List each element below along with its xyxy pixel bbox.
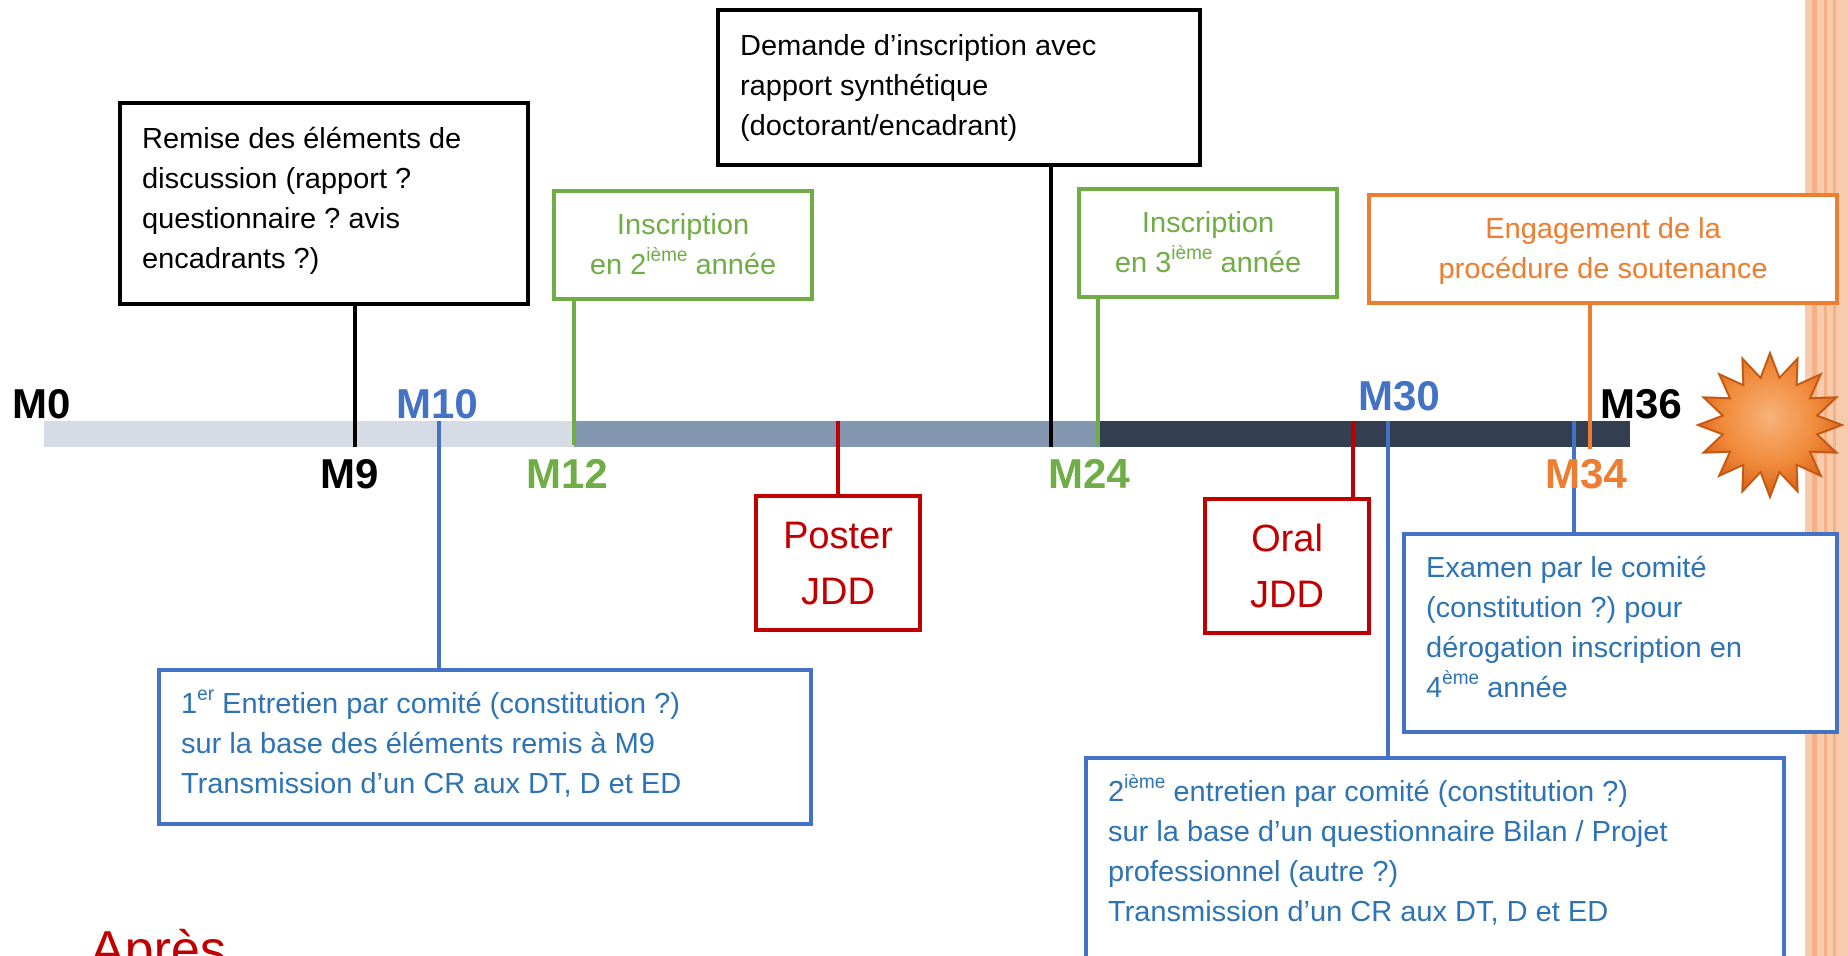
milestone-m9: M9 [320, 450, 379, 497]
demande-line: Demande d’inscription avec [740, 30, 1097, 62]
engagement-soutenance-box: Engagement de la procédure de soutenance [1367, 193, 1839, 305]
entretien-1-box: 1er Entretien par comité (constitution ?… [157, 668, 813, 826]
entretien-2-title: 2ième entretien par comité (constitution… [1108, 772, 1628, 808]
milestone-m34: M34 [1545, 450, 1627, 497]
poster-line: JDD [801, 571, 875, 613]
starburst-icon [1695, 350, 1845, 500]
entretien-1-line: sur la base des éléments remis à M9 [181, 728, 655, 760]
oral-line: Oral [1251, 518, 1323, 560]
milestone-m10: M10 [396, 380, 478, 427]
entretien-2-box: 2ième entretien par comité (constitution… [1084, 756, 1786, 956]
connector-m10 [437, 421, 441, 669]
remise-line: questionnaire ? avis [142, 203, 400, 235]
right-decorative-stripe [1812, 0, 1817, 956]
demande-inscription-box: Demande d’inscription avec rapport synth… [716, 8, 1202, 167]
oral-jdd-box: Oral JDD [1203, 497, 1371, 635]
inscription-3-title: Inscription [1141, 207, 1275, 239]
remise-line: encadrants ?) [142, 243, 320, 275]
remise-elements-box: Remise des éléments de discussion (rappo… [118, 101, 530, 306]
remise-line: Remise des éléments de [142, 123, 462, 155]
connector-poster [836, 421, 840, 496]
connector-m12 [572, 299, 576, 445]
connector-m24-demande [1049, 164, 1053, 447]
inscription-3eme-box: Inscription en 3ième année [1077, 187, 1339, 299]
footer-title: Après [90, 921, 226, 956]
demande-line: rapport synthétique [740, 70, 989, 102]
examen-line: (constitution ?) pour [1426, 592, 1683, 624]
right-decorative-stripe [1824, 0, 1827, 956]
connector-m9 [353, 303, 357, 447]
timeline-segment-year3 [1100, 421, 1630, 447]
milestone-m24: M24 [1048, 450, 1130, 497]
milestone-m0: M0 [12, 380, 71, 427]
examen-line: Examen par le comité [1426, 552, 1707, 584]
entretien-1-title: 1er Entretien par comité (constitution ?… [181, 684, 680, 720]
entretien-2-line: Transmission d’un CR aux DT, D et ED [1108, 896, 1609, 928]
milestone-m30: M30 [1358, 372, 1440, 419]
entretien-2-line: professionnel (autre ?) [1108, 856, 1399, 888]
remise-line: discussion (rapport ? [142, 163, 412, 195]
connector-m33 [1572, 421, 1576, 533]
milestone-m12: M12 [526, 450, 608, 497]
footer-title-partial: Après [90, 920, 226, 956]
poster-line: Poster [783, 515, 893, 557]
inscription-2-year: en 2ième année [589, 245, 777, 281]
connector-m24 [1096, 299, 1100, 445]
engagement-line: procédure de soutenance [1438, 253, 1768, 285]
examen-line: dérogation inscription en [1426, 632, 1742, 664]
milestone-m36: M36 [1600, 380, 1682, 427]
demande-line: (doctorant/encadrant) [740, 110, 1018, 142]
connector-m30 [1386, 421, 1390, 757]
connector-oral [1351, 421, 1355, 499]
inscription-3-year: en 3ième année [1114, 243, 1302, 279]
examen-derogation-box: Examen par le comité (constitution ?) po… [1402, 532, 1839, 734]
engagement-line: Engagement de la [1485, 213, 1721, 245]
inscription-2-title: Inscription [616, 209, 750, 241]
poster-jdd-box: Poster JDD [754, 494, 922, 632]
timeline-segment-year1 [44, 421, 574, 447]
entretien-1-line: Transmission d’un CR aux DT, D et ED [181, 768, 682, 800]
oral-line: JDD [1250, 574, 1324, 616]
entretien-2-line: sur la base d’un questionnaire Bilan / P… [1108, 816, 1668, 848]
right-decorative-stripe [1833, 0, 1836, 956]
inscription-2eme-box: Inscription en 2ième année [552, 189, 814, 301]
connector-m34 [1588, 304, 1592, 449]
examen-year-line: 4ème année [1426, 668, 1568, 704]
